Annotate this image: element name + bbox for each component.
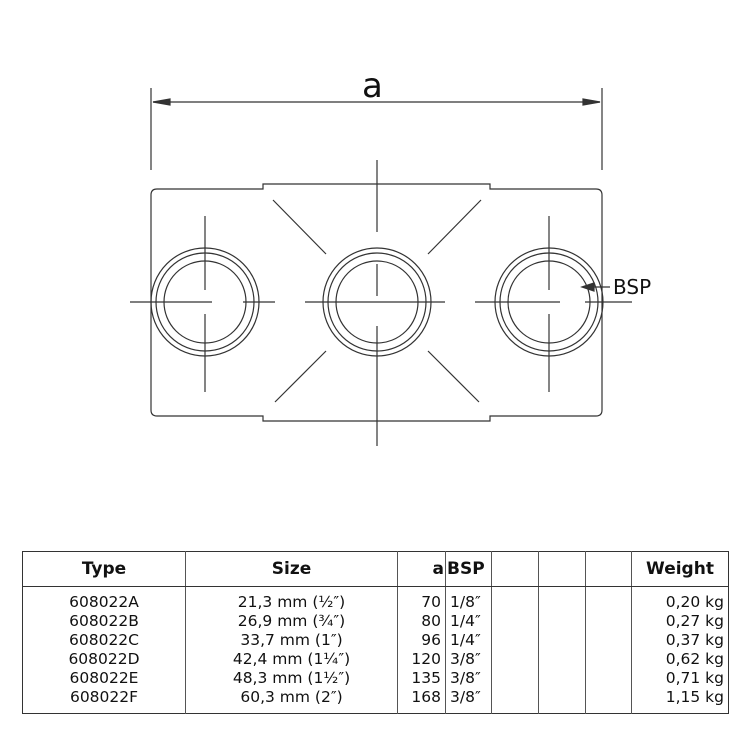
empty-cell [538,669,586,688]
empty-cell [491,612,539,631]
empty-cell [585,612,632,631]
empty-cell [491,688,539,714]
weight-cell: 1,15 kg [631,688,729,714]
empty-cell [585,688,632,714]
header-empty [538,551,586,587]
empty-cell [585,669,632,688]
header-empty [585,551,632,587]
header-a: a [397,551,446,587]
empty-cell [538,586,586,612]
a-cell: 70 [397,586,446,612]
empty-cell [585,586,632,612]
header-empty [491,551,539,587]
weight-cell: 0,37 kg [631,631,729,650]
empty-cell [491,650,539,669]
bsp-label: BSP [613,275,652,299]
type-cell: 608022C [69,631,139,649]
empty-cell [585,650,632,669]
empty-cell [538,631,586,650]
type-cell: 608022A [69,593,139,611]
type-cell: 608022E [69,669,139,687]
empty-cell [491,631,539,650]
a-cell: 96 [397,631,446,650]
weight-cell: 0,20 kg [631,586,729,612]
type-cell: 608022B [69,612,139,630]
size-cell: 42,4 mm (1¼″) [185,650,398,669]
weight-cell: 0,62 kg [631,650,729,669]
size-cell: 21,3 mm (½″) [185,586,398,612]
weight-cell: 0,71 kg [631,669,729,688]
empty-cell [491,586,539,612]
a-cell: 120 [397,650,446,669]
header-type: Type [22,551,186,587]
empty-cell [538,650,586,669]
bsp-cell: 3/8″ [445,650,492,669]
dimension-label-a: a [362,66,383,106]
size-cell: 33,7 mm (1″) [185,631,398,650]
weight-cell: 0,27 kg [631,612,729,631]
type-cell: 608022F [69,688,139,706]
technical-drawing [130,88,632,446]
fitting-outline [150,183,603,422]
bsp-cell: 1/4″ [445,612,492,631]
empty-cell [538,612,586,631]
header-size: Size [185,551,398,587]
bsp-cell: 3/8″ [445,669,492,688]
center-lines [130,160,632,446]
empty-cell [585,631,632,650]
size-cell: 60,3 mm (2″) [185,688,398,714]
bsp-cell: 1/8″ [445,586,492,612]
header-bsp: BSP [445,551,492,587]
table-header: Type Size a BSP Weight [22,551,729,587]
empty-cell [538,688,586,714]
type-cell: 608022D [68,650,140,668]
a-cell: 168 [397,688,446,714]
size-cell: 26,9 mm (¾″) [185,612,398,631]
size-cell: 48,3 mm (1½″) [185,669,398,688]
pipe-openings [150,247,604,357]
a-cell: 135 [397,669,446,688]
header-weight: Weight [631,551,729,587]
a-cell: 80 [397,612,446,631]
spec-table: Type Size a BSP Weight 608022A 21,3 mm (½… [22,551,729,714]
bsp-cell: 1/4″ [445,631,492,650]
bsp-cell: 3/8″ [445,688,492,714]
empty-cell [491,669,539,688]
